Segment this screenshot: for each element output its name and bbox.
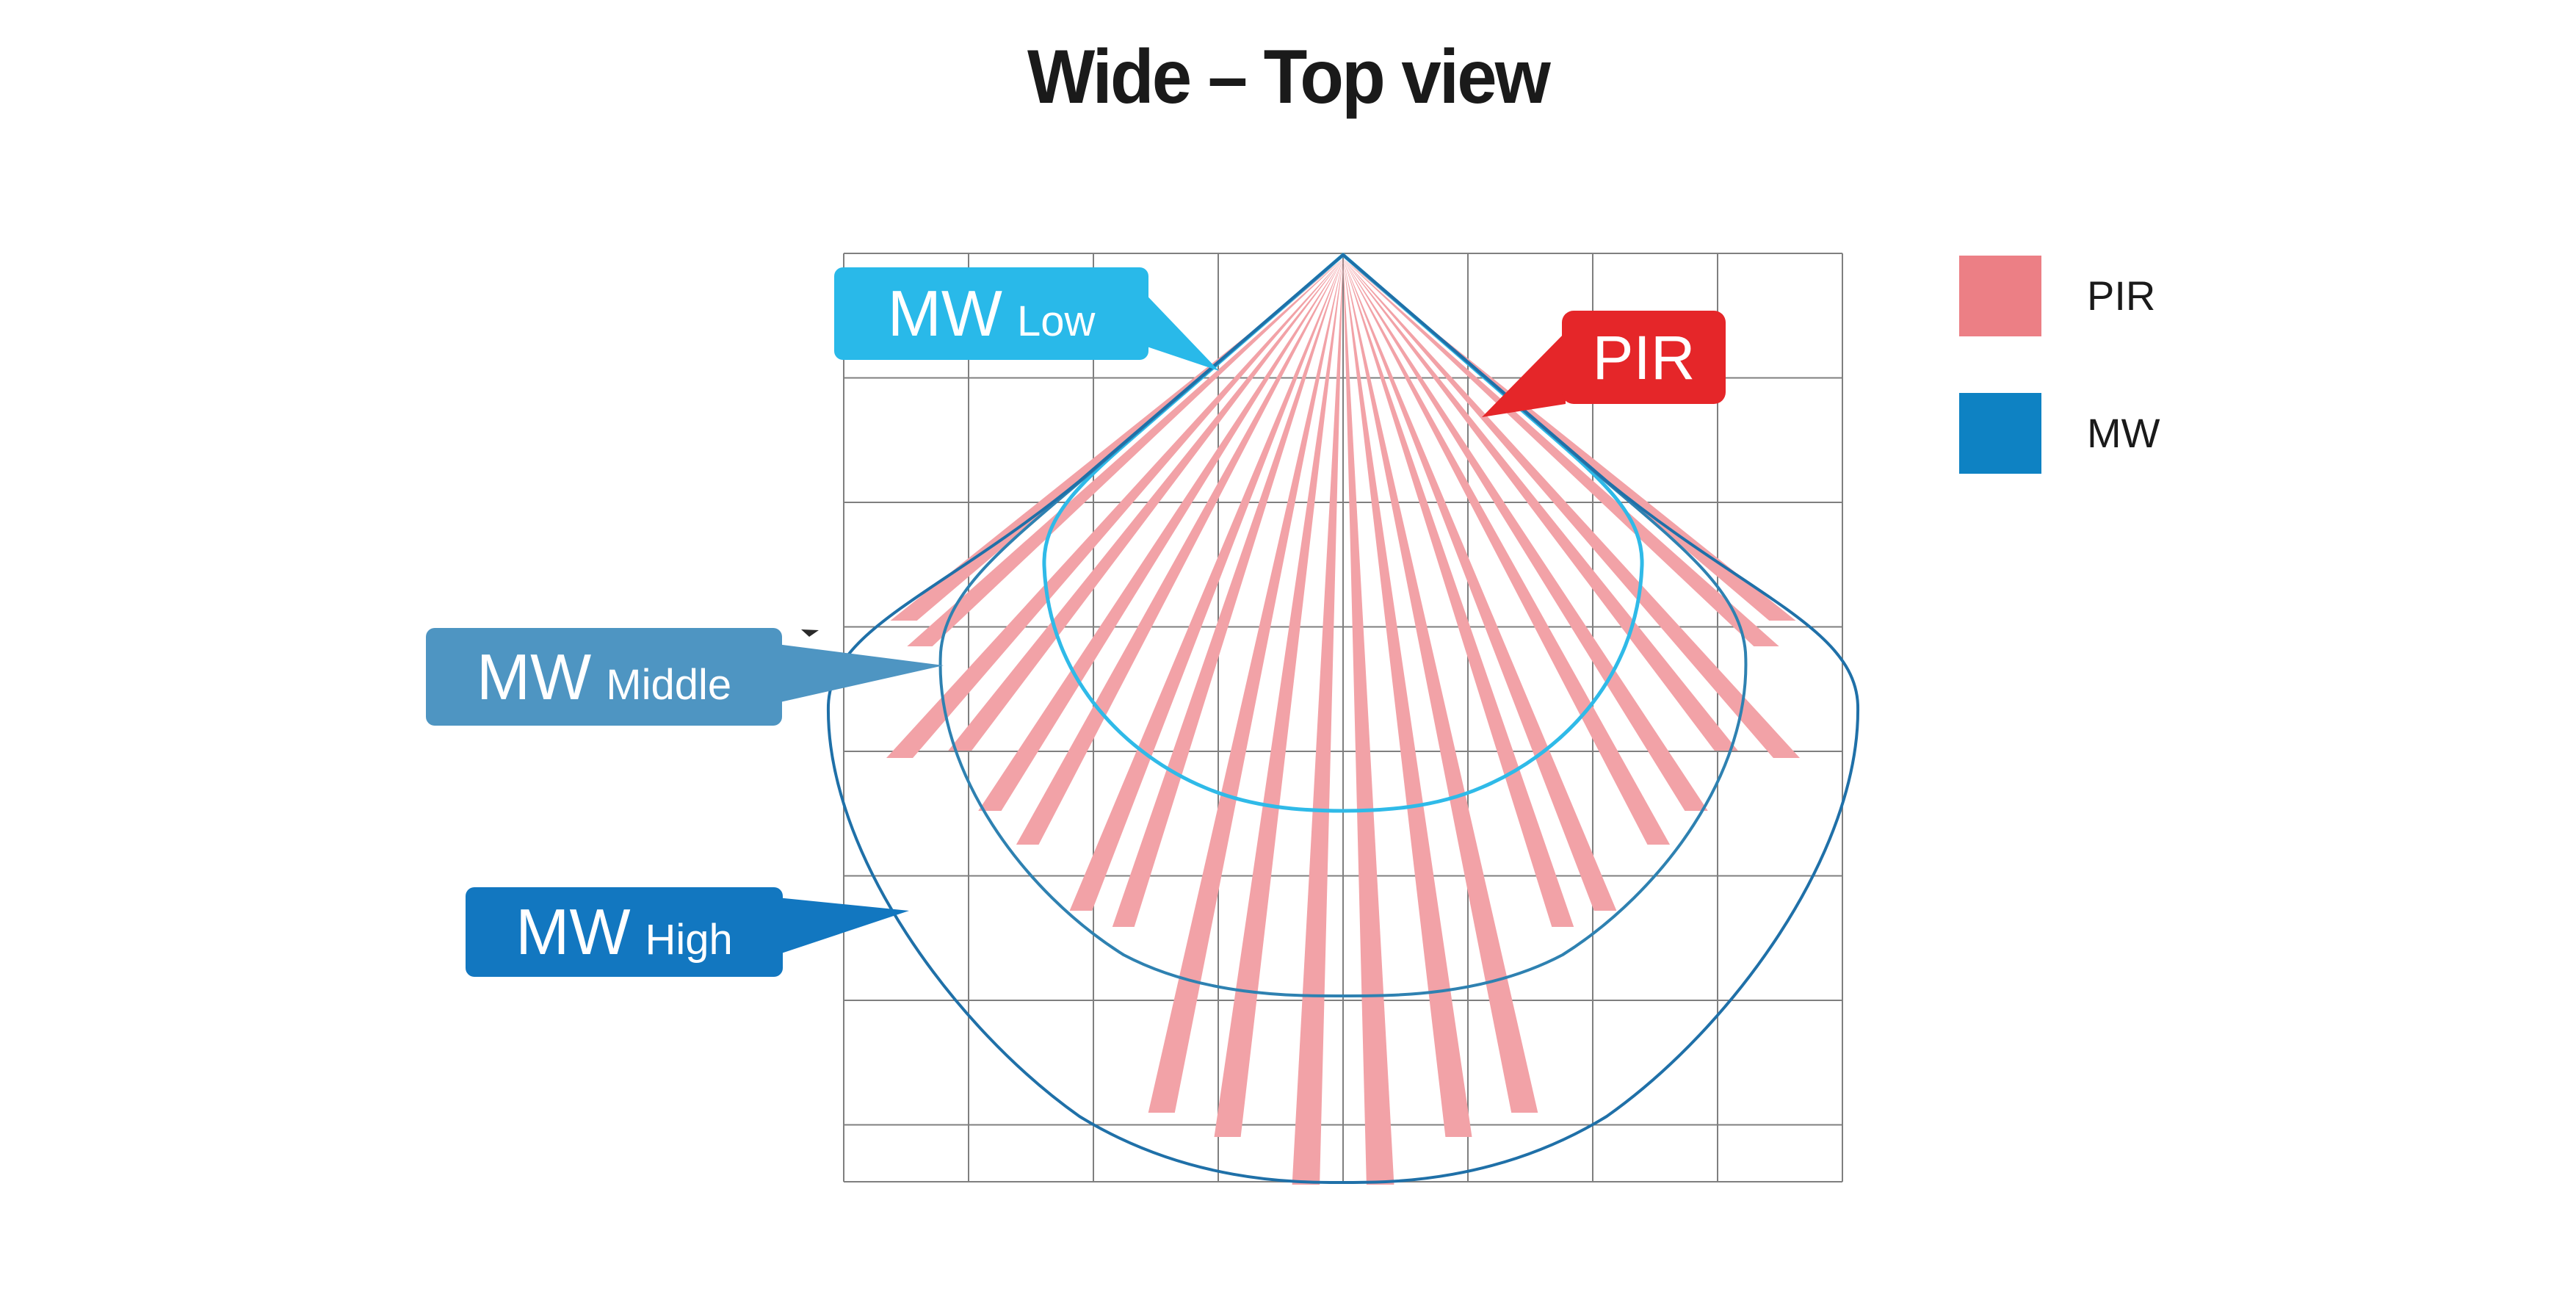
pir-beam: [1343, 259, 1779, 646]
legend-label-mw: MW: [2087, 410, 2160, 456]
callout-mw-middle-main: MW: [476, 640, 592, 713]
mw-middle-pointer: [777, 644, 944, 703]
pir-pointer: [1482, 332, 1566, 417]
pir-beam: [948, 259, 1343, 751]
mw-middle-outline: [938, 253, 1748, 998]
pir-beam: [1343, 259, 1738, 751]
pir-color-swatch: [1959, 256, 2041, 336]
pir-beam: [1343, 259, 1671, 845]
pir-beam: [1343, 259, 1538, 1113]
page-title: Wide – Top view: [1027, 35, 1551, 120]
mw-color-swatch: [1959, 393, 2041, 474]
callout-mw-low-main: MW: [887, 277, 1002, 350]
callout-mw-high-main: MW: [515, 895, 631, 968]
pir-beam: [1343, 259, 1800, 758]
legend-row-pir: PIR: [1959, 256, 2160, 336]
legend: PIR MW: [1959, 256, 2160, 530]
callout-mw-high-sub: High: [645, 916, 733, 964]
pir-beam-fan: [886, 259, 1800, 1185]
legend-row-mw: MW: [1959, 393, 2160, 474]
mw-high-pointer: [777, 898, 909, 955]
artifact-triangle: [801, 629, 819, 637]
pir-beam: [1069, 259, 1343, 911]
callout-mw-low: MW Low: [834, 267, 1148, 360]
pir-beam: [1214, 259, 1343, 1137]
pir-beam: [1343, 259, 1796, 621]
pir-beam: [978, 259, 1343, 811]
pir-beam: [1343, 259, 1708, 811]
mw-low-outline: [1042, 253, 1644, 813]
pir-beam: [886, 259, 1343, 758]
legend-label-pir: PIR: [2087, 272, 2156, 319]
callout-mw-low-sub: Low: [1016, 297, 1096, 345]
pir-beam: [1343, 259, 1472, 1137]
pir-beam: [1292, 259, 1343, 1185]
callout-pir-main: PIR: [1592, 322, 1696, 392]
callout-mw-middle: MW Middle: [426, 628, 782, 726]
mw-low-pointer: [1138, 286, 1219, 371]
callout-mw-high: MW High: [466, 887, 783, 977]
mw-high-outline: [826, 253, 1860, 1185]
callout-mw-middle-sub: Middle: [606, 660, 732, 709]
pir-beam: [1112, 259, 1343, 927]
pir-beam: [1016, 259, 1343, 845]
pir-beam: [1148, 259, 1343, 1113]
pir-beam: [1343, 259, 1574, 927]
pir-beam: [1343, 259, 1394, 1185]
callout-pir: PIR: [1562, 311, 1726, 404]
pir-beam: [890, 259, 1343, 621]
pir-beam: [907, 259, 1343, 646]
